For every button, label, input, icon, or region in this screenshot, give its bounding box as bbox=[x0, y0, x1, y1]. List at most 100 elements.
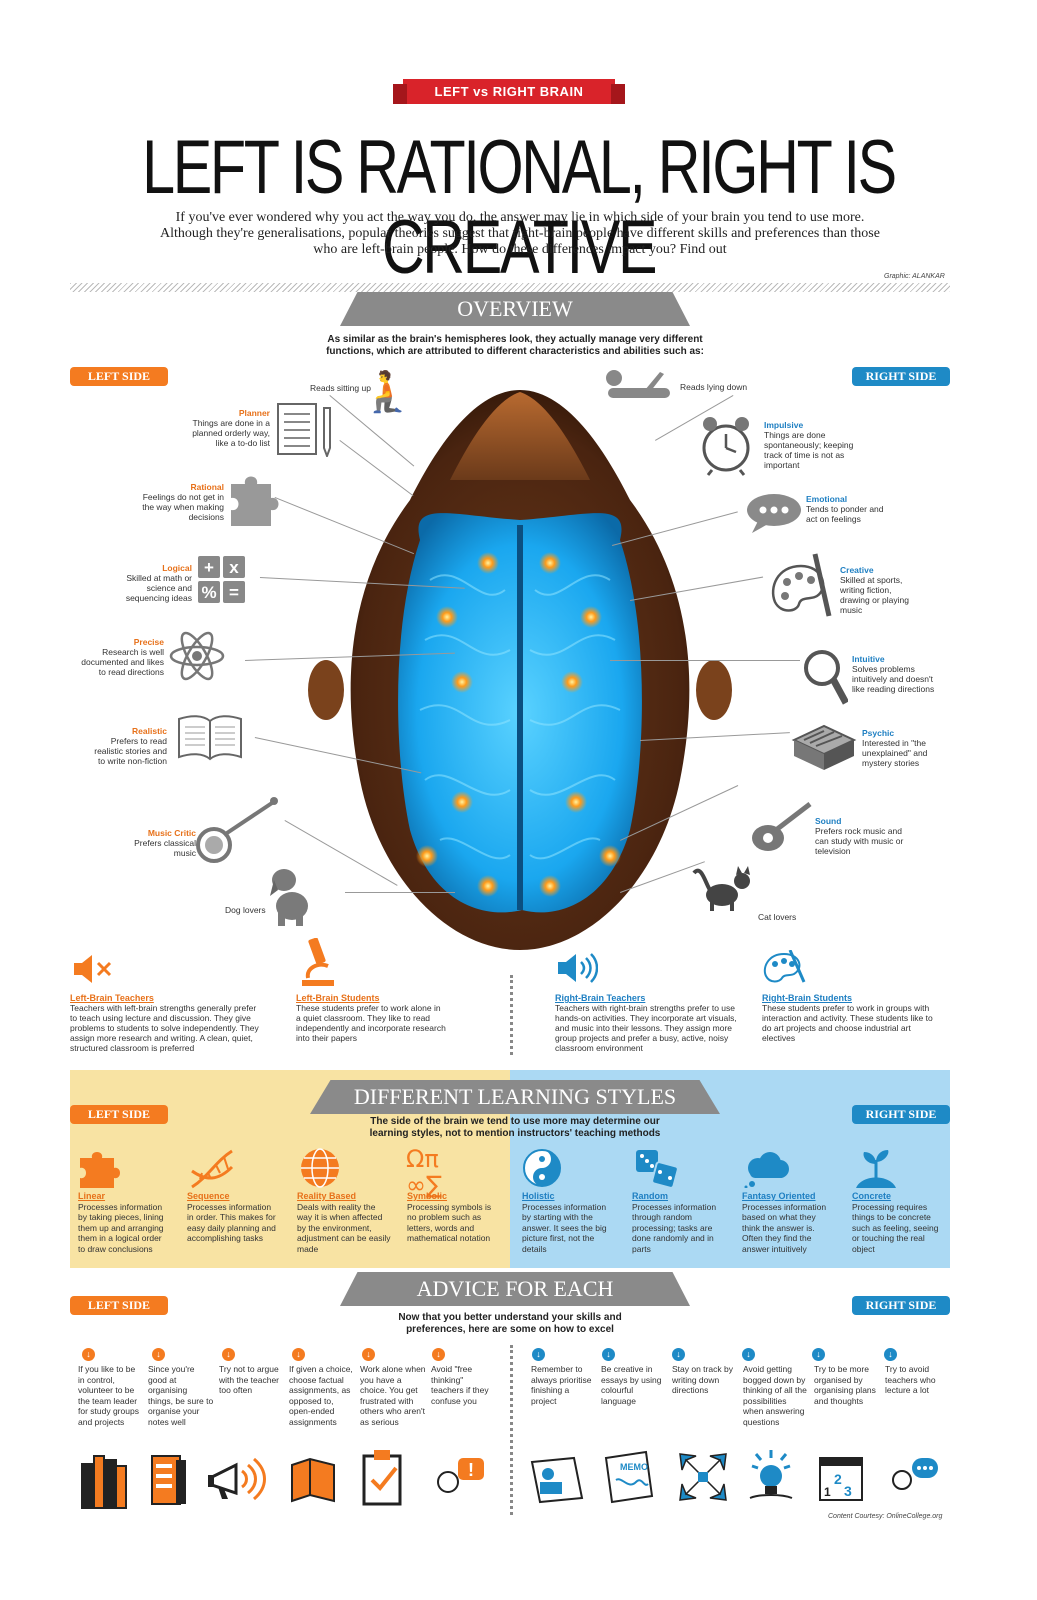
dog-lovers-label: Dog lovers bbox=[225, 905, 266, 915]
plant-icon bbox=[852, 1148, 900, 1195]
megaphone-icon bbox=[206, 1455, 270, 1510]
arrow-down-icon: ↓ bbox=[222, 1348, 235, 1361]
advice-right-1: Remember to always prioritise finishing … bbox=[531, 1364, 592, 1406]
learning-left-pill: LEFT SIDE bbox=[70, 1105, 168, 1124]
svg-text:%: % bbox=[201, 583, 216, 602]
magnifier-icon bbox=[802, 648, 850, 711]
overview-heading: OVERVIEW bbox=[340, 292, 690, 326]
palette-small-icon bbox=[762, 949, 806, 991]
arrow-down-icon: ↓ bbox=[362, 1348, 375, 1361]
arrow-down-icon: ↓ bbox=[884, 1348, 897, 1361]
brain-illustration bbox=[308, 390, 732, 950]
math-icon: + x% = bbox=[198, 556, 246, 609]
arrow-down-icon: ↓ bbox=[672, 1348, 685, 1361]
advice-subtitle: Now that you better understand your skil… bbox=[398, 1312, 622, 1335]
advice-heading: ADVICE FOR EACH bbox=[340, 1272, 690, 1306]
arrow-down-icon: ↓ bbox=[532, 1348, 545, 1361]
svg-text:x: x bbox=[229, 558, 239, 577]
page-title: LEFT IS RATIONAL, RIGHT IS CREATIVE bbox=[142, 125, 897, 290]
speech-icon bbox=[746, 493, 802, 538]
alert-bubble-icon: ! bbox=[434, 1454, 488, 1503]
clipboard-check-icon bbox=[360, 1448, 408, 1513]
arrow-down-icon: ↓ bbox=[292, 1348, 305, 1361]
cat-lovers-label: Cat lovers bbox=[758, 912, 797, 922]
speaker-icon bbox=[556, 952, 599, 989]
book-icon bbox=[177, 713, 243, 766]
svg-text:!: ! bbox=[468, 1460, 474, 1480]
learning-right-pill: RIGHT SIDE bbox=[852, 1105, 950, 1124]
advice-left-2: Since you're good at organising things, … bbox=[148, 1364, 214, 1427]
arrow-down-icon: ↓ bbox=[432, 1348, 445, 1361]
clock-icon bbox=[700, 414, 752, 481]
learning-subtitle: The side of the brain we tend to use mor… bbox=[369, 1116, 661, 1139]
maze-icon bbox=[790, 722, 858, 777]
mute-speaker-icon bbox=[72, 953, 114, 990]
cat-icon bbox=[692, 863, 754, 916]
book-closed-icon bbox=[288, 1455, 338, 1510]
advice-right-2: Be creative in essays by using colourful… bbox=[601, 1364, 662, 1406]
arrow-down-icon: ↓ bbox=[812, 1348, 825, 1361]
svg-text:MEMO: MEMO bbox=[620, 1462, 648, 1472]
arrows-icon bbox=[678, 1452, 728, 1507]
arrow-down-icon: ↓ bbox=[742, 1348, 755, 1361]
advice-right-3: Stay on track by writing down directions bbox=[672, 1364, 733, 1395]
microscope-icon bbox=[298, 937, 338, 993]
arrow-down-icon: ↓ bbox=[602, 1348, 615, 1361]
advice-divider bbox=[510, 1345, 513, 1515]
dna-icon bbox=[188, 1147, 236, 1196]
advice-right-4: Avoid getting bogged down by thinking of… bbox=[743, 1364, 807, 1427]
svg-text:2: 2 bbox=[834, 1471, 842, 1487]
advice-right-pill: RIGHT SIDE bbox=[852, 1296, 950, 1315]
checklist-icon bbox=[276, 402, 338, 462]
svg-text:+: + bbox=[204, 558, 214, 577]
binder-icon bbox=[148, 1452, 192, 1513]
arrow-down-icon: ↓ bbox=[82, 1348, 95, 1361]
right-side-pill: RIGHT SIDE bbox=[852, 367, 950, 386]
topic-banner: LEFT vs RIGHT BRAIN bbox=[393, 79, 625, 104]
overview-subtitle: As similar as the brain's hemispheres lo… bbox=[326, 334, 704, 357]
globe-icon bbox=[298, 1146, 342, 1195]
puzzle-icon bbox=[229, 472, 279, 535]
yinyang-icon bbox=[522, 1148, 562, 1193]
advice-left-1: If you like to be in control, volunteer … bbox=[78, 1364, 139, 1427]
advice-right-5: Try to be more organised by organising p… bbox=[814, 1364, 876, 1406]
raised-hands-icon bbox=[78, 1450, 128, 1515]
cloud-icon bbox=[744, 1152, 792, 1193]
svg-text:3: 3 bbox=[844, 1483, 852, 1499]
guitar-icon bbox=[750, 798, 814, 859]
advice-left-3: Try not to argue with the teacher too of… bbox=[219, 1364, 280, 1395]
advice-left-pill: LEFT SIDE bbox=[70, 1296, 168, 1315]
dice-icon bbox=[634, 1148, 680, 1193]
chat-bubble-icon bbox=[890, 1454, 940, 1499]
presenter-icon bbox=[530, 1450, 584, 1509]
symbols-icon: Ωπ∞∑ bbox=[406, 1145, 443, 1199]
divider bbox=[70, 283, 950, 292]
svg-text:=: = bbox=[229, 583, 239, 602]
center-divider bbox=[510, 975, 513, 1055]
arrow-down-icon: ↓ bbox=[152, 1348, 165, 1361]
advice-left-6: Avoid "free thinking" teachers if they c… bbox=[431, 1364, 489, 1406]
bulb-icon bbox=[746, 1448, 796, 1507]
learning-heading: DIFFERENT LEARNING STYLES bbox=[310, 1080, 720, 1114]
reads-sitting-up-label: Reads sitting up bbox=[310, 383, 371, 393]
